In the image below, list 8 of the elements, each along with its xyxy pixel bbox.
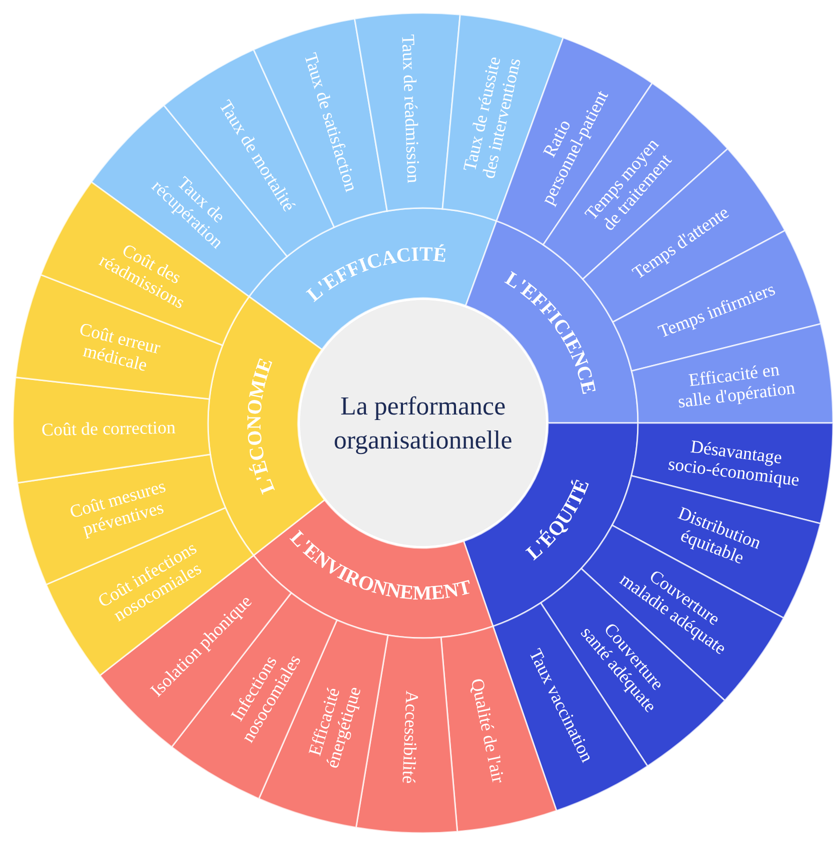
segment-label: Taux de réadmission: [398, 34, 424, 184]
segment-label: Coût de correction: [41, 417, 176, 440]
center-title: La performance organisationnelle: [334, 392, 512, 455]
segment-label: Coût erreur médicale: [78, 318, 162, 376]
segment-label: Qualité de l'air: [467, 676, 509, 785]
segment-label: Efficacité en salle d'opération: [676, 359, 796, 412]
segment-label: Désavantage socio-économique: [667, 436, 801, 490]
segment-label: Accessibilité: [398, 690, 422, 784]
